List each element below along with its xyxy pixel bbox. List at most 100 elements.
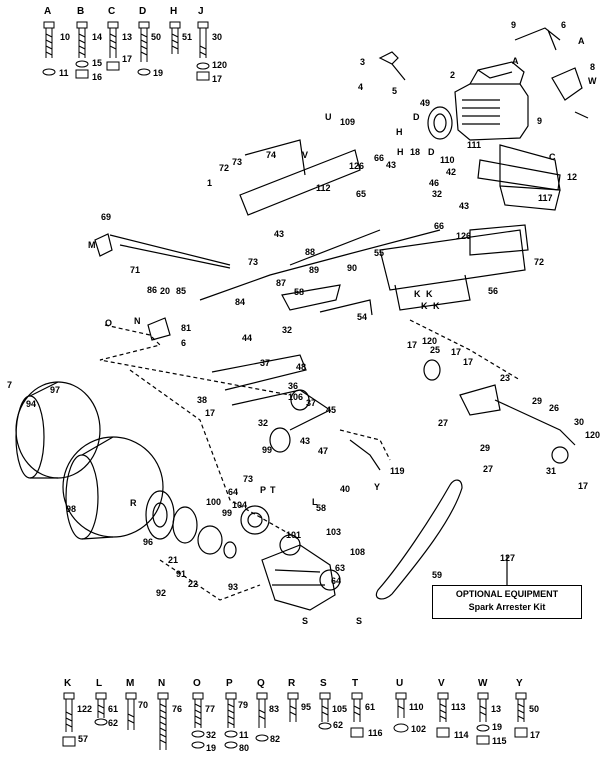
- callout: 46: [429, 178, 440, 188]
- hardware-part-number: 80: [239, 743, 250, 753]
- callout: 59: [432, 570, 443, 580]
- bolt-B: [75, 21, 89, 79]
- bolt-C: [106, 21, 120, 71]
- hardware-part-number: 17: [212, 74, 223, 84]
- hardware-part-number: 19: [153, 68, 164, 78]
- callout: 100: [206, 497, 222, 507]
- callout: 86: [147, 285, 158, 295]
- callout: 72: [534, 257, 545, 267]
- hardware-part-number: 17: [530, 730, 541, 740]
- hardware-letter-Q: Q: [257, 678, 265, 689]
- callout: 98: [66, 504, 77, 514]
- callout: 120: [422, 336, 438, 346]
- callout: 99: [262, 445, 273, 455]
- callout: R: [130, 498, 137, 508]
- callout: 126: [456, 231, 472, 241]
- hardware-part-number: 116: [368, 728, 383, 738]
- hardware-part-number: 83: [269, 704, 280, 714]
- bolt-U: [393, 692, 409, 733]
- hardware-letter-D: D: [139, 6, 147, 17]
- optional-equipment-box: OPTIONAL EQUIPMENT Spark Arrester Kit: [432, 585, 582, 619]
- callout: 43: [459, 201, 470, 211]
- callout: 58: [316, 503, 327, 513]
- bolt-O: [191, 692, 205, 749]
- hardware-part-number: 120: [212, 60, 228, 70]
- callout: 12: [567, 172, 578, 182]
- callout: 38: [197, 395, 208, 405]
- callout: 40: [340, 484, 351, 494]
- callout: 92: [156, 588, 167, 598]
- callout: 6: [181, 338, 187, 348]
- callout: 87: [276, 278, 287, 288]
- hardware-part-number: 77: [205, 704, 216, 714]
- callout: 27: [438, 418, 449, 428]
- callout: 109: [340, 117, 356, 127]
- hardware-part-number: 19: [492, 722, 503, 732]
- callout: 17: [451, 347, 462, 357]
- callout: 63: [335, 563, 346, 573]
- hardware-letter-V: V: [438, 678, 445, 689]
- callout: 96: [143, 537, 154, 547]
- callout: 101: [286, 530, 302, 540]
- bolt-R: [287, 692, 299, 722]
- bolt-Q: [255, 692, 269, 742]
- callout: 74: [266, 150, 277, 160]
- hardware-part-number: 70: [138, 700, 149, 710]
- bolt-P: [224, 692, 238, 749]
- callout: D: [413, 112, 420, 122]
- hardware-letter-A: A: [44, 6, 52, 17]
- hardware-part-number: 79: [238, 700, 249, 710]
- callout: 17: [463, 357, 474, 367]
- callout: 120: [585, 430, 601, 440]
- callout: 58: [294, 287, 305, 297]
- callout: 43: [274, 229, 285, 239]
- hardware-part-number: 113: [451, 702, 466, 712]
- callout: A: [578, 36, 585, 46]
- hardware-letter-M: M: [126, 678, 135, 689]
- spark-arrester-kit-label: Spark Arrester Kit: [468, 602, 546, 612]
- callout: 112: [316, 183, 331, 193]
- hardware-part-number: 11: [59, 68, 69, 78]
- callout: 17: [205, 408, 216, 418]
- callout: 32: [258, 418, 269, 428]
- callout: 127: [500, 553, 516, 563]
- hardware-letter-O: O: [193, 678, 201, 689]
- callout: 31: [546, 466, 557, 476]
- callout: 45: [326, 405, 337, 415]
- bolt-V: [436, 692, 450, 738]
- callout: K: [433, 301, 440, 311]
- hardware-letter-S: S: [320, 678, 327, 689]
- hardware-part-number: 61: [108, 704, 119, 714]
- hardware-letter-U: U: [396, 678, 404, 689]
- hardware-part-number: 11: [239, 730, 249, 740]
- hardware-part-number: 115: [492, 736, 507, 746]
- hardware-letter-W: W: [478, 678, 488, 689]
- bolt-Y: [514, 692, 528, 738]
- callout: 17: [578, 481, 589, 491]
- hardware-part-number: 13: [122, 32, 133, 42]
- hardware-letter-N: N: [158, 678, 166, 689]
- bolt-S: [318, 692, 332, 730]
- callout: 73: [243, 474, 254, 484]
- callout: 29: [532, 396, 543, 406]
- callout: T: [270, 485, 276, 495]
- callout: 126: [349, 161, 365, 171]
- callout: U: [325, 112, 332, 122]
- callout: 117: [538, 193, 553, 203]
- bolt-M: [125, 692, 137, 730]
- hardware-part-number: 14: [92, 32, 103, 42]
- hardware-part-number: 32: [206, 730, 217, 740]
- callout: 37: [306, 398, 317, 408]
- callout: 25: [430, 345, 441, 355]
- bolt-D: [137, 21, 151, 76]
- callout: K: [414, 289, 421, 299]
- hardware-letter-K: K: [64, 678, 72, 689]
- callout: 3: [360, 57, 366, 67]
- hardware-part-number: 95: [301, 702, 312, 712]
- callout: 8: [590, 62, 596, 72]
- hardware-part-number: 50: [529, 704, 540, 714]
- hardware-letter-J: J: [198, 6, 204, 17]
- callout: 111: [467, 140, 482, 150]
